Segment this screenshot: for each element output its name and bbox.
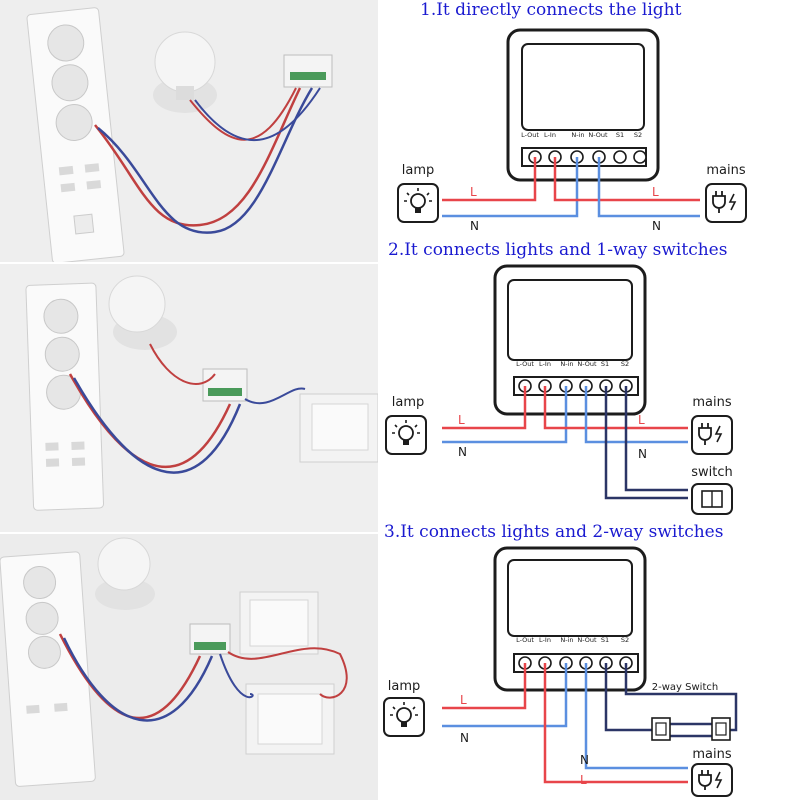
live-wire-mains (553, 157, 700, 202)
live-label: L (580, 773, 587, 787)
neutral-label: N (460, 731, 469, 745)
neutral-label: N (458, 445, 467, 459)
terminal-label: L-Out (521, 131, 539, 139)
switch-wire-s1 (604, 663, 652, 732)
photo-panel-1 (0, 0, 378, 262)
terminal-label: S2 (621, 636, 629, 644)
plug-icon (705, 183, 747, 223)
wall-switch-a (239, 591, 319, 655)
lamp-label: lamp (402, 163, 435, 178)
neutral-wire-lamp (442, 663, 568, 728)
module-window (507, 279, 633, 361)
light-bulb (108, 275, 177, 350)
smart-module (283, 54, 333, 88)
mains-label: mains (692, 747, 731, 762)
neutral-label: N (470, 219, 479, 233)
plug-icon (691, 763, 733, 797)
two-way-switch-label: 2-way Switch (652, 682, 718, 693)
lamp-label: lamp (388, 679, 421, 694)
terminal-label: S2 (634, 131, 642, 139)
module-window (507, 559, 633, 637)
terminal-label: N-Out (577, 360, 597, 368)
heading-direct-light: 1.It directly connects the light (420, 0, 682, 20)
neutral-wire-lamp (442, 157, 579, 218)
neutral-label: N (580, 753, 589, 767)
live-label: L (458, 413, 465, 427)
terminal-label: N-in (571, 131, 584, 139)
switch-label: switch (691, 465, 733, 480)
light-bulb (153, 31, 217, 113)
neutral-wire-mains (597, 157, 700, 218)
wall-switch (299, 393, 378, 463)
plug-icon (691, 415, 733, 455)
heading-two-way-switch: 3.It connects lights and 2-way switches (384, 522, 724, 542)
terminal-label: L-In (544, 131, 556, 139)
heading-one-way-switch: 2.It connects lights and 1-way switches (388, 240, 728, 260)
switch-wire-s2 (624, 386, 688, 492)
terminal-label: S1 (601, 360, 609, 368)
switch-wire-s2 (624, 663, 738, 732)
terminal-label: N-Out (588, 131, 608, 139)
mains-label: mains (706, 163, 745, 178)
terminal-label: L-Out (516, 360, 534, 368)
mains-label: mains (692, 395, 731, 410)
wiring-diagram-3: L-Out L-In N-in N-Out S1 S2 2-way Switch… (380, 522, 800, 800)
neutral-label: N (652, 219, 661, 233)
power-strip (0, 551, 96, 787)
neutral-wire-mains (584, 663, 688, 770)
live-wire-mains (543, 663, 688, 784)
live-wire-lamp (442, 386, 527, 430)
live-label: L (652, 185, 659, 199)
terminal-label: L-In (539, 636, 551, 644)
terminal-label: N-Out (577, 636, 597, 644)
wiring-diagram-1: L-Out L-In N-in N-Out S1 S2 L N L N lamp… (380, 0, 800, 240)
live-label: L (470, 185, 477, 199)
terminal-label: S1 (601, 636, 609, 644)
live-label: L (460, 693, 467, 707)
power-strip (26, 7, 125, 262)
terminal-label: N-in (560, 636, 573, 644)
light-bulb (95, 537, 155, 610)
terminal-label: N-in (560, 360, 573, 368)
photo-panel-2 (0, 264, 378, 532)
live-wire-mains (543, 386, 688, 430)
live-wire-lamp (442, 663, 527, 710)
switch-wire-s1 (604, 386, 688, 500)
photo-panel-3 (0, 534, 378, 800)
live-label: L (638, 413, 645, 427)
terminal-label: L-Out (516, 636, 534, 644)
wall-switch-b (245, 683, 335, 755)
terminal-label: S1 (616, 131, 624, 139)
neutral-wire-mains (584, 386, 688, 444)
smart-module (202, 368, 248, 402)
wiring-diagram-2: L-Out L-In N-in N-Out S1 S2 L N L N lamp… (380, 240, 800, 522)
neutral-label: N (638, 447, 647, 461)
lamp-label: lamp (392, 395, 425, 410)
terminal-label: S2 (621, 360, 629, 368)
terminal-label: L-In (539, 360, 551, 368)
neutral-wire-lamp (442, 386, 568, 444)
power-strip (25, 282, 105, 511)
module-window (521, 43, 645, 131)
live-wire-lamp (442, 157, 537, 202)
